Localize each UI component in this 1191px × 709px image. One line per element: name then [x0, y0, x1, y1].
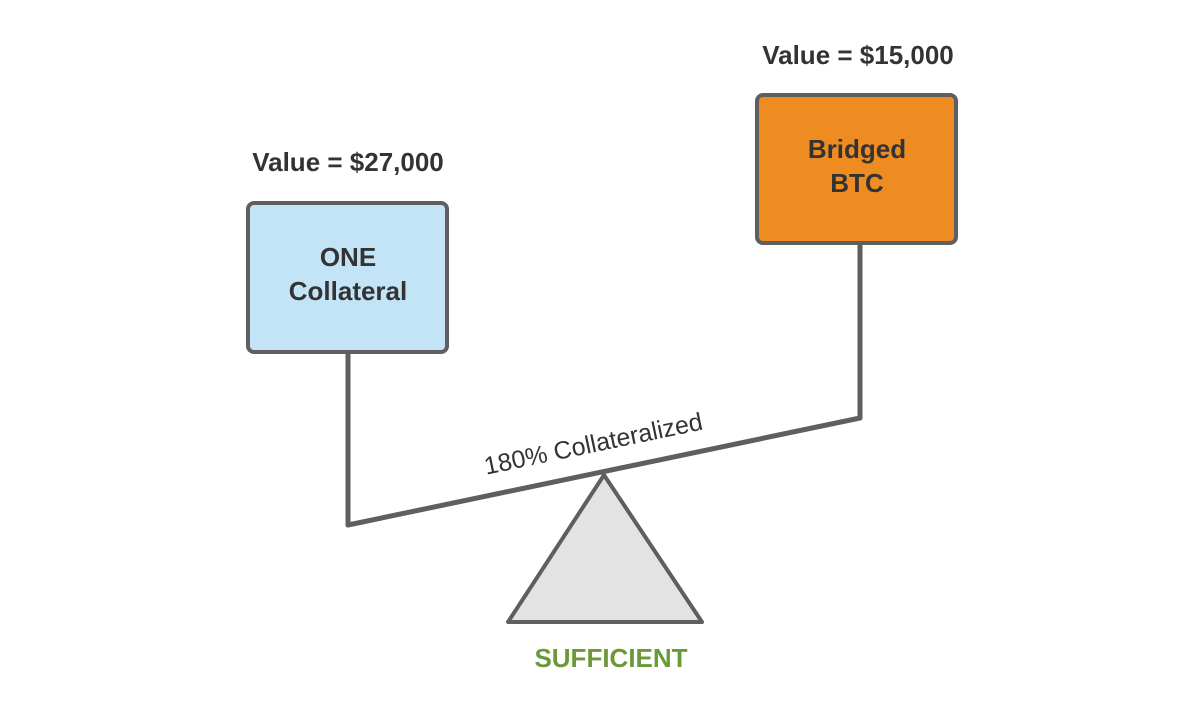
right-value-label: Value = $15,000 [762, 40, 954, 70]
seesaw-beam [345, 415, 863, 528]
one-collateral-box [246, 201, 449, 354]
left-value-label: Value = $27,000 [252, 147, 444, 177]
bridged-btc-box [755, 93, 958, 245]
status-label: SUFFICIENT [534, 643, 687, 673]
bridged-btc-box-line1: Bridged [808, 134, 906, 164]
bridged-btc-box-line2: BTC [830, 168, 884, 198]
one-collateral-box-line1: ONE [320, 242, 376, 272]
one-collateral-box-line2: Collateral [289, 276, 408, 306]
beam-collateralization-label: 180% Collateralized [482, 408, 705, 481]
fulcrum-triangle [506, 473, 704, 624]
